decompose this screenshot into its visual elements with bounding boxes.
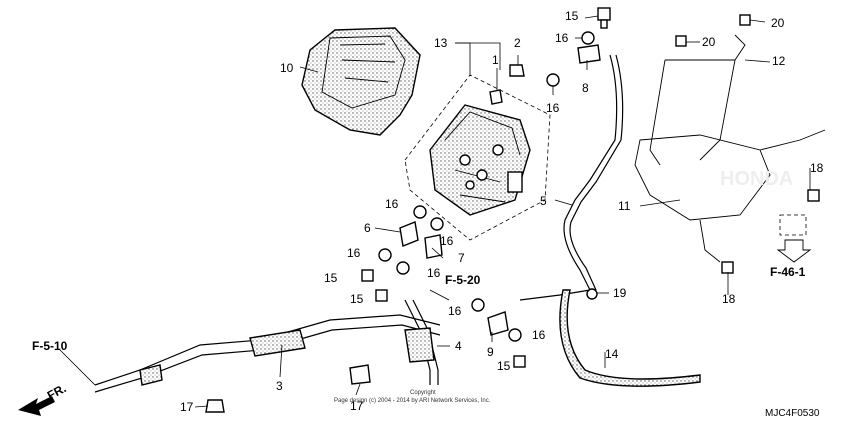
callout-labels: 1 2 3 4 5 6 7 8 9 10 11 12 13 14 15 15 1… — [180, 9, 824, 414]
callout-20b: 20 — [702, 35, 716, 49]
callout-20a: 20 — [771, 16, 785, 30]
bolt-18-a[interactable] — [807, 189, 820, 202]
washers-16-group[interactable] — [378, 205, 522, 342]
grommet-19[interactable] — [586, 288, 598, 300]
callout-5: 5 — [540, 194, 547, 208]
leader-lines — [59, 15, 811, 408]
callout-12: 12 — [772, 54, 786, 68]
copyright-line-1: Copyright — [410, 390, 436, 396]
bolt-20-b[interactable] — [675, 35, 687, 47]
front-arrow — [18, 396, 55, 416]
brake-hose-4[interactable] — [404, 299, 439, 385]
callout-4: 4 — [455, 339, 462, 353]
svg-text:HONDA: HONDA — [720, 168, 793, 190]
brake-hose-14[interactable] — [559, 289, 701, 387]
abs-modulator-assembly[interactable] — [404, 74, 551, 241]
bleeder-fitting-part[interactable] — [489, 89, 503, 105]
callout-17b: 17 — [350, 399, 364, 413]
callout-13: 13 — [434, 36, 448, 50]
callout-3: 3 — [276, 379, 283, 393]
callout-18b: 18 — [722, 292, 736, 306]
callout-15b: 15 — [324, 271, 338, 285]
cap-part[interactable] — [509, 64, 525, 77]
abs-cover-part[interactable] — [301, 27, 421, 136]
bolt-20-a[interactable] — [739, 14, 751, 26]
callout-16h: 16 — [532, 328, 546, 342]
callout-15a: 15 — [565, 9, 579, 23]
sealing-washer-16-top[interactable] — [581, 31, 595, 45]
callout-9: 9 — [487, 345, 494, 359]
callout-18a: 18 — [810, 161, 824, 175]
callout-8: 8 — [582, 81, 589, 95]
reference-arrow-f46-1 — [776, 214, 812, 263]
callout-15c: 15 — [350, 292, 364, 306]
mounting-stay-part[interactable]: HONDA — [634, 129, 826, 263]
callout-6: 6 — [364, 221, 371, 235]
callout-11: 11 — [618, 199, 631, 213]
brake-hose-3[interactable] — [94, 314, 441, 393]
pipe-fittings-6-7-8-9[interactable] — [399, 44, 601, 336]
callout-2: 2 — [514, 36, 521, 50]
callout-15d: 15 — [497, 359, 511, 373]
callout-16b: 16 — [546, 101, 560, 115]
hose-clamp-17a[interactable] — [205, 399, 225, 413]
ref-f-5-10[interactable]: F-5-10 — [32, 339, 68, 353]
sealing-washer-16-b[interactable] — [546, 73, 560, 87]
copyright-line-2: Page design (c) 2004 - 2014 by ARI Netwo… — [334, 398, 491, 404]
callout-7: 7 — [458, 251, 465, 265]
bolt-18-b[interactable] — [721, 261, 734, 274]
diagram-code: MJC4F0530 — [765, 408, 820, 419]
banjo-bolt-15-top[interactable] — [597, 7, 611, 29]
brake-pipe-5[interactable] — [519, 54, 624, 301]
callout-16e: 16 — [347, 246, 361, 260]
bolts-15-group[interactable] — [361, 269, 526, 368]
callout-14: 14 — [605, 347, 619, 361]
ref-f-5-20[interactable]: F-5-20 — [445, 273, 481, 287]
ref-f-46-1[interactable]: F-46-1 — [770, 265, 806, 279]
callout-16d: 16 — [440, 234, 454, 248]
upper-bracket-part[interactable] — [649, 34, 746, 166]
hose-clamp-17b[interactable] — [349, 364, 371, 385]
callout-1: 1 — [492, 53, 499, 67]
callout-16c: 16 — [385, 197, 399, 211]
callout-16f: 16 — [427, 266, 441, 280]
callout-19: 19 — [613, 286, 627, 300]
callout-16a: 16 — [555, 31, 569, 45]
callout-17a: 17 — [180, 400, 194, 414]
callout-10: 10 — [280, 61, 294, 75]
callout-16g: 16 — [448, 304, 462, 318]
